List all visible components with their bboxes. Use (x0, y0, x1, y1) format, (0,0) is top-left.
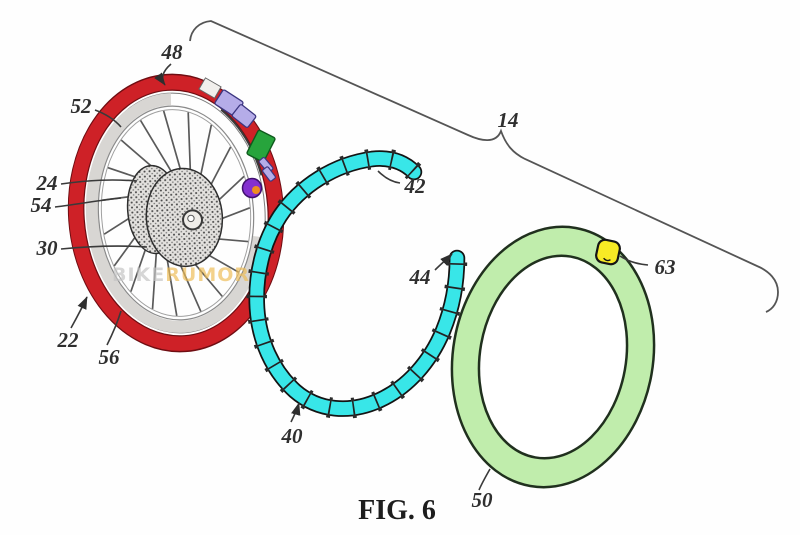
leader-line-30 (60, 245, 148, 250)
leader-line-52 (94, 109, 122, 128)
leader-line-42 (377, 170, 401, 184)
leader-line-22 (70, 296, 88, 329)
rim-bed-band (85, 93, 265, 333)
ref-label-22: 22 (57, 328, 80, 352)
leader-line-63 (619, 255, 649, 266)
rim-inner-lip-2 (100, 109, 252, 317)
watermark: BIKERUMOR! (112, 264, 260, 286)
green-ring-inner (477, 254, 629, 460)
ref-label-30: 30 (36, 236, 59, 260)
assembly-brace (189, 20, 779, 313)
watermark-part-1: BIKE (112, 264, 165, 286)
small-module-2 (261, 166, 277, 182)
ref-label-44: 44 (409, 265, 431, 289)
valve-marker-body (595, 238, 621, 266)
leader-line-48 (154, 63, 172, 86)
sensor-led (252, 186, 260, 194)
leader-line-40 (290, 402, 301, 423)
tire-band (68, 75, 284, 351)
tire-inner-edge (83, 89, 269, 337)
wheel-assembly (67, 73, 285, 353)
module-tray (198, 77, 222, 99)
band-body (250, 152, 464, 416)
ref-label-14: 14 (498, 108, 519, 132)
ref-label-50: 50 (472, 488, 494, 512)
rim-channel-shadow (220, 108, 263, 176)
battery-module-2 (231, 104, 257, 128)
watermark-part-2: RUMOR! (165, 264, 259, 286)
ref-label-40: 40 (281, 424, 304, 448)
ref-label-56: 56 (99, 345, 121, 369)
ref-label-54: 54 (31, 193, 52, 217)
ref-label-48: 48 (161, 40, 184, 64)
rim-electronics (198, 77, 277, 199)
figure-caption: FIG. 6 (358, 495, 436, 526)
leader-line-44 (434, 253, 453, 271)
controller-module (246, 129, 276, 163)
led-band-assembly (246, 148, 468, 419)
ref-label-42: 42 (404, 174, 427, 198)
hub-axle-hole (187, 214, 195, 223)
ref-label-63: 63 (655, 255, 676, 279)
ref-label-24: 24 (36, 171, 58, 195)
leader-line-50 (478, 468, 491, 491)
tire-ring-green (450, 225, 656, 489)
valve-marker (595, 238, 621, 266)
valve-marker-notch (603, 257, 611, 262)
ref-label-52: 52 (71, 94, 93, 118)
leader-line-24 (60, 179, 138, 185)
leader-line-56 (106, 310, 122, 346)
leader-line-54 (54, 197, 122, 208)
hub-motor (126, 164, 224, 268)
